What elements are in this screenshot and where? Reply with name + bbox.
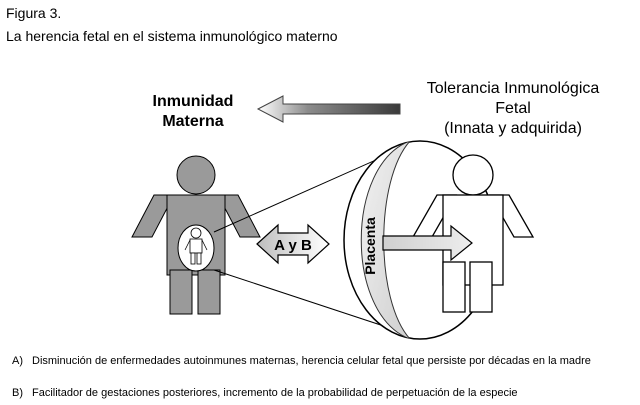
note-b-text: Facilitador de gestaciones posteriores, … — [32, 387, 518, 399]
fetal-label-line2: Fetal — [495, 100, 531, 117]
double-arrow — [256, 223, 330, 265]
maternal-head — [176, 155, 216, 195]
transfer-arrow — [382, 224, 473, 262]
maternal-left-leg — [169, 269, 193, 315]
fetal-right-leg — [469, 261, 493, 313]
fetal-figure — [411, 154, 535, 313]
zoom-line-bottom — [213, 269, 406, 334]
fetal-head — [452, 154, 494, 196]
note-b-key: B) — [12, 387, 23, 399]
maternal-label-line2: Materna — [162, 113, 224, 130]
fetal-tolerance-label: Tolerancia Inmunológica Fetal (Innata y … — [388, 79, 638, 139]
figure-label: Figura 3. — [6, 5, 62, 21]
maternal-immunity-label: Inmunidad Materna — [128, 92, 258, 132]
note-a: A) Disminución de enfermedades autoinmune… — [12, 355, 638, 368]
note-a-text: Disminución de enfermedades autoinmunes … — [32, 355, 591, 367]
figure-title: La herencia fetal en el sistema inmunoló… — [6, 28, 338, 44]
diagram-canvas: A y B Placenta — [131, 95, 535, 340]
immunity-arrow — [256, 95, 401, 123]
maternal-label-line1: Inmunidad — [152, 93, 234, 110]
fetal-left-leg — [442, 261, 466, 313]
placenta-label: Placenta — [362, 217, 378, 275]
double-arrow-label: A y B — [274, 237, 312, 254]
maternal-figure — [131, 155, 261, 315]
maternal-right-arm — [217, 194, 261, 238]
maternal-right-leg — [197, 269, 221, 315]
fetal-label-line1: Tolerancia Inmunológica — [426, 80, 600, 97]
note-a-key: A) — [12, 355, 23, 367]
note-b: B) Facilitador de gestaciones posteriores… — [12, 387, 638, 400]
small-fetus — [184, 227, 208, 265]
fetal-label-line3: (Innata y adquirida) — [444, 120, 582, 137]
